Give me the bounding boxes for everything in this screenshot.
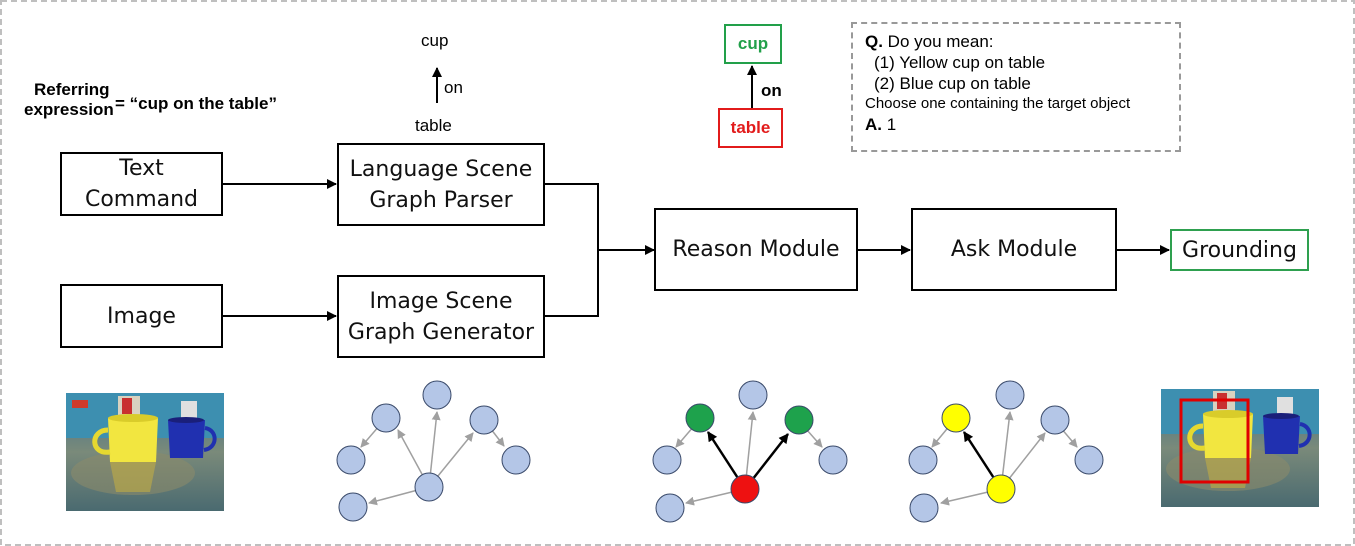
- ask-graph: [908, 380, 1104, 523]
- grounded-tree-bottom: table: [730, 118, 771, 137]
- language-parser-box: Language Scene Graph Parser: [337, 143, 545, 226]
- grounding-bbox: [1179, 398, 1250, 484]
- image-generator-line2: Graph Generator: [347, 319, 535, 345]
- text-command-line2: Command: [84, 187, 199, 212]
- grounding-label: Grounding: [1182, 237, 1297, 263]
- qa-question: Q. Do you mean:: [865, 31, 1179, 52]
- graph1-node: [371, 403, 401, 433]
- image-box: Image: [60, 284, 223, 348]
- graph3-node: [995, 380, 1025, 410]
- graph3-node: [1040, 405, 1070, 435]
- grounded-tree-relation: on: [761, 81, 782, 100]
- input-photo: [66, 393, 224, 511]
- grounded-tree-bottom-box: table: [718, 108, 783, 148]
- referring-label-line1: Referring: [34, 80, 110, 99]
- graph3-node-yellow: [986, 474, 1016, 504]
- text-command-line1: Text: [119, 156, 164, 181]
- parse-tree-relation: on: [444, 78, 463, 97]
- parse-tree-bottom: table: [415, 116, 452, 135]
- reason-module-box: Reason Module: [654, 208, 858, 291]
- graph1-node: [422, 380, 452, 410]
- graph2-node-target: [784, 405, 814, 435]
- connector-parser-out: [545, 183, 599, 317]
- text-command-box: Text Command: [60, 152, 223, 216]
- graph2-node: [738, 380, 768, 410]
- reason-module-label: Reason Module: [672, 237, 840, 262]
- grounding-box: Grounding: [1170, 229, 1309, 271]
- graph1-node: [338, 492, 368, 522]
- qa-q-text: Do you mean:: [882, 32, 994, 51]
- graph3-node: [1074, 445, 1104, 475]
- graph2-node: [655, 493, 685, 523]
- qa-option-2: (2) Blue cup on table: [874, 74, 1031, 93]
- graph1-node: [336, 445, 366, 475]
- qa-option-1: (1) Yellow cup on table: [874, 53, 1046, 72]
- scene-graph-1: [336, 380, 531, 522]
- grounded-tree-top-box: cup: [724, 24, 782, 64]
- graph3-node-yellow: [941, 403, 971, 433]
- ask-module-box: Ask Module: [911, 208, 1117, 291]
- graph1-node: [501, 445, 531, 475]
- qa-a-prefix: A.: [865, 115, 882, 134]
- referring-label-line2: expression: [24, 100, 114, 119]
- graph3-node: [908, 445, 938, 475]
- referring-expression-text: = “cup on the table”: [115, 94, 277, 113]
- language-parser-line1: Language Scene: [349, 156, 533, 182]
- qa-q-prefix: Q.: [865, 32, 883, 51]
- image-generator-line1: Image Scene: [369, 288, 513, 314]
- graph1-node: [414, 472, 444, 502]
- grounded-photo: [1161, 389, 1319, 507]
- qa-instruction: Choose one containing the target object: [865, 95, 1131, 112]
- qa-box: Q. Do you mean: (1) Yellow cup on table …: [851, 22, 1181, 152]
- graph2-node-target: [685, 403, 715, 433]
- graph2-node: [818, 445, 848, 475]
- parse-tree-top: cup: [421, 31, 449, 50]
- image-generator-box: Image Scene Graph Generator: [337, 275, 545, 358]
- image-label: Image: [107, 303, 176, 329]
- ask-module-label: Ask Module: [950, 237, 1078, 262]
- grounded-tree-top: cup: [737, 34, 769, 53]
- qa-a-text: 1: [882, 115, 897, 134]
- qa-answer: A. 1: [865, 114, 1179, 135]
- graph1-node: [469, 405, 499, 435]
- graph3-node: [909, 493, 939, 523]
- reasoning-graph: [652, 380, 848, 523]
- graph2-node: [652, 445, 682, 475]
- graph2-node-root: [730, 474, 760, 504]
- language-parser-line2: Graph Parser: [369, 187, 513, 213]
